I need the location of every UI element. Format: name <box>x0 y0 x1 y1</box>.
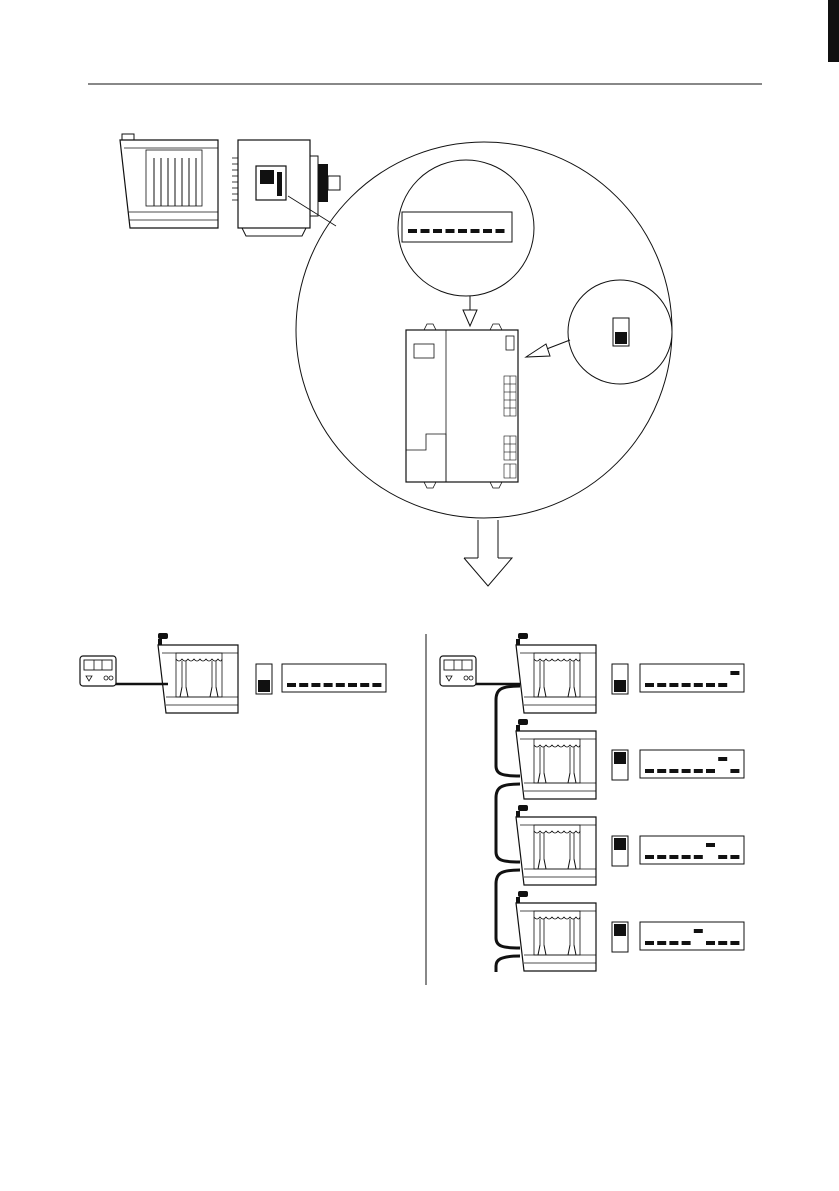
dip-switch-3 <box>433 229 442 233</box>
heater-unit-2 <box>516 719 596 799</box>
dip-switch-4 <box>682 769 691 773</box>
heater-unit-4 <box>516 891 596 971</box>
dip-switch-2 <box>657 855 666 859</box>
slide-switch <box>612 922 628 952</box>
dip-switch-7 <box>360 683 369 687</box>
dip-switch-7 <box>718 855 727 859</box>
dip-switch-block <box>282 664 386 692</box>
dip-switch-5 <box>694 929 703 933</box>
dip-switch-8 <box>496 229 505 233</box>
dip-switch-1 <box>408 229 417 233</box>
control-board <box>406 324 518 488</box>
heater-side-view <box>120 134 218 228</box>
slide-switch <box>612 664 628 694</box>
dip-switch-4 <box>446 229 455 233</box>
dip-switch-6 <box>706 769 715 773</box>
heater-unit <box>158 633 238 713</box>
dip-switch-4 <box>682 941 691 945</box>
dip-switch-6 <box>706 941 715 945</box>
slide-switch-zoom <box>568 280 672 384</box>
slide-switch <box>612 836 628 866</box>
heater-unit-1 <box>516 633 596 713</box>
page-tab-marker <box>828 0 839 62</box>
dip-to-board-arrow <box>463 296 477 326</box>
unit-link-cable <box>496 956 520 972</box>
dip-switch-8 <box>372 683 381 687</box>
dip-switch-8 <box>730 941 739 945</box>
dip-switch-1 <box>287 683 296 687</box>
slide-switch <box>256 664 272 694</box>
dip-switch-3 <box>669 941 678 945</box>
dip-switch-2 <box>657 941 666 945</box>
heater-rear-view <box>232 140 340 236</box>
dip-switch-8 <box>730 855 739 859</box>
heater-unit-3 <box>516 805 596 885</box>
dip-switch-7 <box>718 941 727 945</box>
dip-switch-3 <box>669 769 678 773</box>
dip-switch-6 <box>471 229 480 233</box>
dip-switch-8 <box>730 671 739 675</box>
dip-switch-6 <box>706 843 715 847</box>
dip-switch-8 <box>730 769 739 773</box>
dip-switch-5 <box>336 683 345 687</box>
dip-switch-3 <box>669 683 678 687</box>
dip-switch-3 <box>669 855 678 859</box>
wall-controller-icon <box>80 656 116 686</box>
dip-switch-block <box>640 922 744 950</box>
down-arrow <box>464 520 512 586</box>
dip-switch-2 <box>421 229 430 233</box>
dip-switch-4 <box>682 855 691 859</box>
dip-switch-5 <box>694 683 703 687</box>
dip-switch-block <box>640 664 744 692</box>
dip-switch-2 <box>299 683 308 687</box>
dip-switch-block <box>640 836 744 864</box>
dip-switch-zoom <box>398 160 534 296</box>
dip-switch-1 <box>645 855 654 859</box>
dip-switch-5 <box>694 769 703 773</box>
dip-switch-2 <box>657 683 666 687</box>
wall-controller-icon <box>440 656 476 686</box>
dip-switch-6 <box>348 683 357 687</box>
dip-switch-1 <box>645 683 654 687</box>
dip-switch-6 <box>706 683 715 687</box>
dip-switch-7 <box>718 683 727 687</box>
dip-switch-5 <box>458 229 467 233</box>
dip-switch-3 <box>311 683 320 687</box>
dip-switch-4 <box>324 683 333 687</box>
slide-to-board-arrow <box>526 340 570 357</box>
dip-switch-1 <box>645 941 654 945</box>
dip-switch-4 <box>682 683 691 687</box>
single-unit-setup <box>80 633 386 713</box>
multi-unit-setup <box>440 633 744 972</box>
dip-switch-2 <box>657 769 666 773</box>
dip-switch-1 <box>645 769 654 773</box>
slide-switch <box>612 750 628 780</box>
dip-switch-block <box>640 750 744 778</box>
dip-switch-7 <box>718 757 727 761</box>
dip-switch-5 <box>694 855 703 859</box>
dip-switch-7 <box>483 229 492 233</box>
